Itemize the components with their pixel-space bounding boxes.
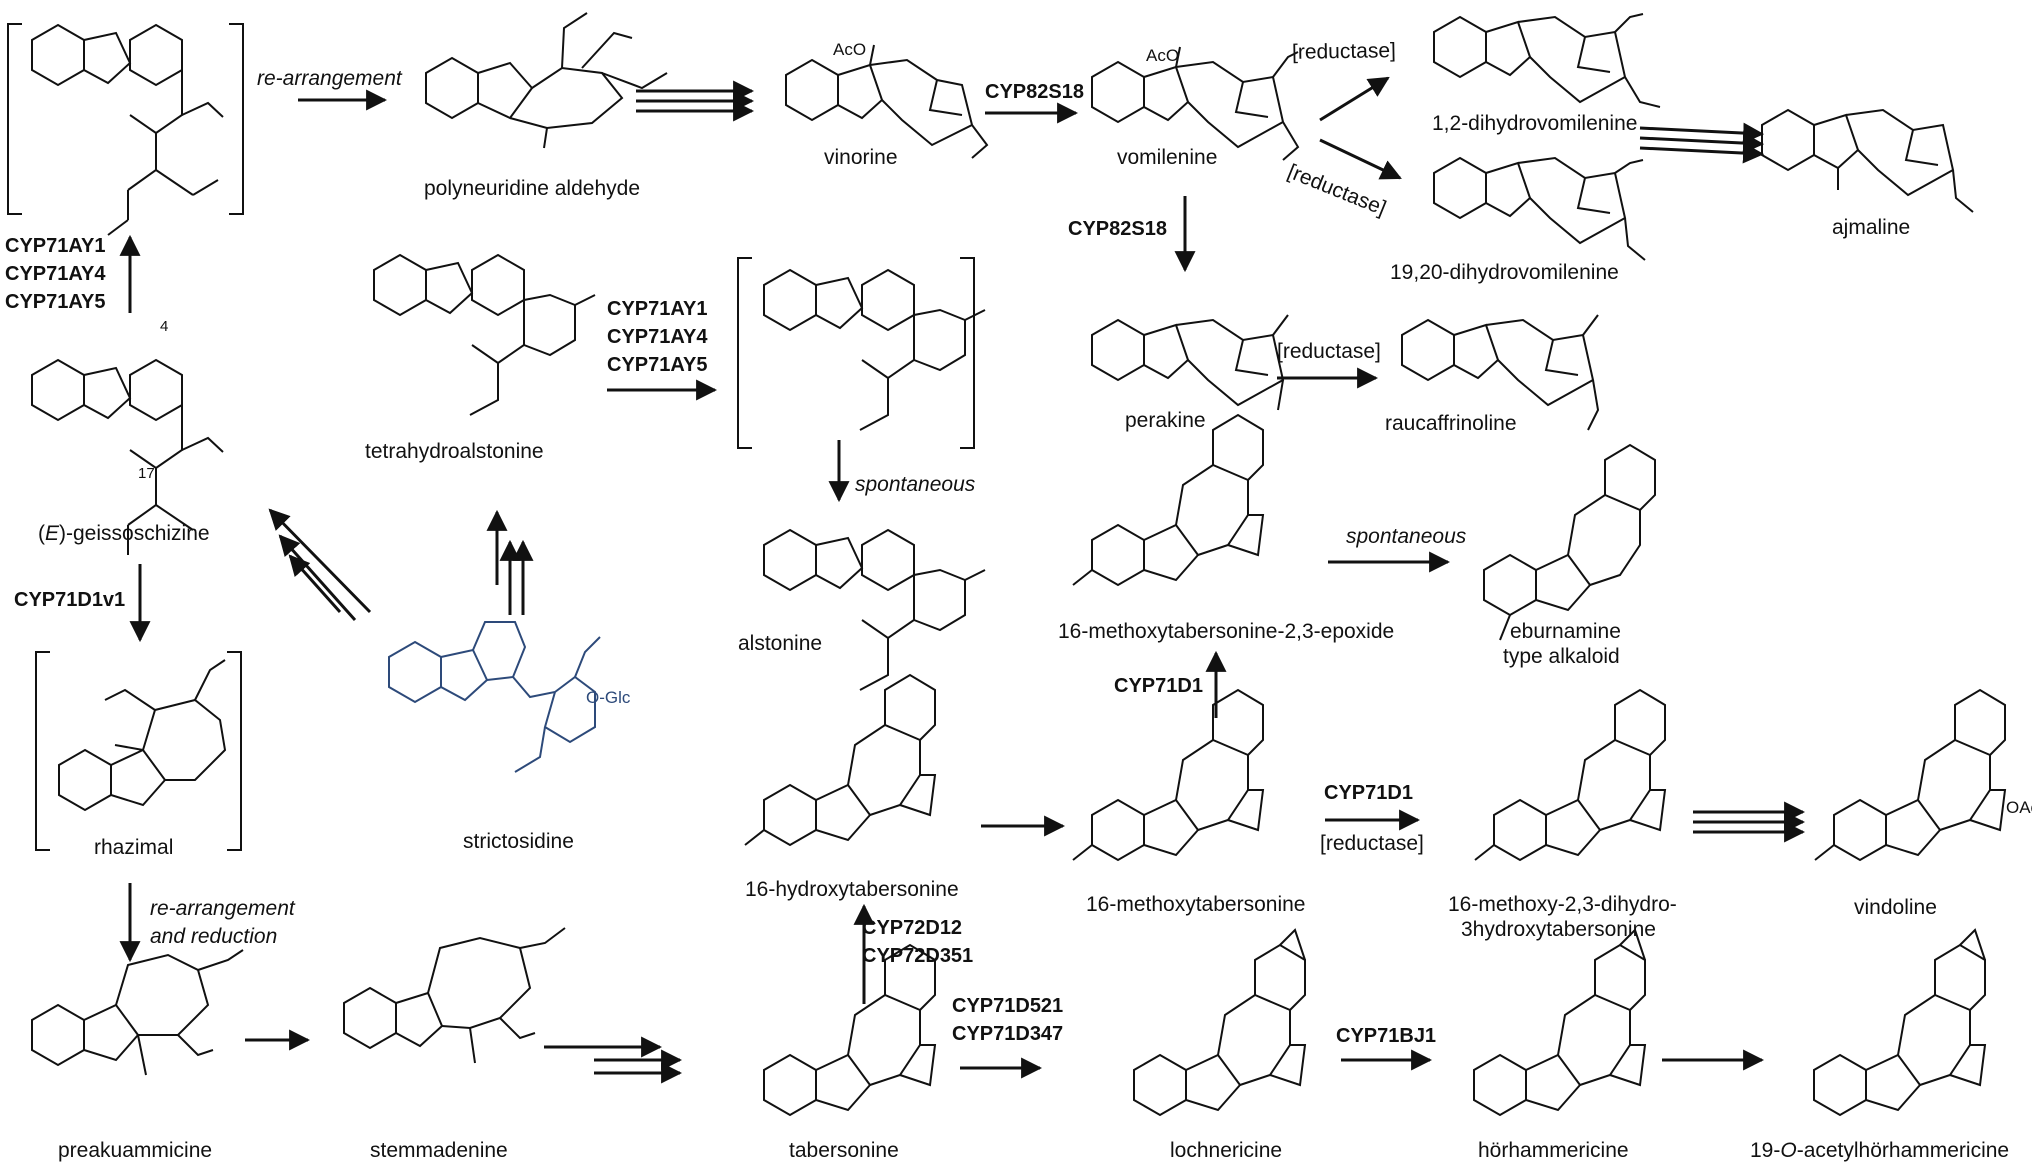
structure-vinorine [785, 44, 989, 159]
enzyme-cyp71ay4-center: CYP71AY4 [607, 326, 708, 348]
label-tabersonine: tabersonine [789, 1139, 899, 1162]
bracket-rhazimal [35, 651, 242, 851]
structure-lochnericine [1133, 928, 1307, 1116]
structure-rhazimal [58, 659, 227, 811]
structure-stemmadenine [343, 927, 566, 1064]
annotation-reductase-vindoline: [reductase] [1320, 832, 1424, 855]
label-raucaffrinoline: raucaffrinoline [1385, 412, 1517, 435]
label-methoxytabersonine: 16-methoxytabersonine [1086, 893, 1306, 916]
label-dihydro-line1: 16-methoxy-2,3-dihydro- [1448, 893, 1677, 916]
structure-hydroxytabersonine [744, 673, 937, 846]
label-strictosidine: strictosidine [463, 830, 574, 853]
structure-eburnamine [1483, 443, 1656, 641]
label-eburnamine-line1: eburnamine [1510, 620, 1621, 643]
atom-label-aco-vomilenine: AcO [1146, 46, 1180, 65]
enzyme-cyp71d1-epoxide: CYP71D1 [1114, 675, 1203, 697]
structure-perakine [1091, 314, 1289, 411]
annotation-reductase-perakine: [reductase] [1277, 340, 1381, 363]
enzyme-cyp71bj1: CYP71BJ1 [1336, 1025, 1437, 1047]
enzyme-cyp72d: CYP72D12 CYP72D351 [862, 914, 973, 970]
label-perakine: perakine [1125, 409, 1206, 432]
label-eburnamine-line2: type alkaloid [1503, 645, 1620, 668]
label-lochnericine: lochnericine [1170, 1139, 1283, 1162]
structure-tabersonine [763, 943, 937, 1116]
atom-label-n4: 4 [160, 318, 169, 335]
bracket-iminium-top-left [7, 23, 244, 215]
label-alstonine: alstonine [738, 632, 823, 655]
label-rhazimal: rhazimal [94, 836, 174, 859]
label-preakuammicine: preakuammicine [58, 1139, 213, 1162]
label-stemmadenine: stemmadenine [370, 1139, 508, 1162]
enzyme-cyp82s18-vinorine: CYP82S18 [985, 81, 1084, 103]
enzyme-cyp72d351: CYP72D351 [862, 945, 974, 967]
structure-acetylhorhammericine [1813, 928, 1987, 1116]
structure-iminium-geissoschizine [31, 24, 224, 236]
label-ajmaline: ajmaline [1832, 216, 1911, 239]
enzyme-cyp72d12: CYP72D12 [862, 917, 963, 939]
structure-vomilenine [1091, 46, 1300, 161]
arrows [119, 76, 1806, 1084]
label-vomilenine: vomilenine [1117, 146, 1218, 169]
label-polyneuridine-aldehyde: polyneuridine aldehyde [424, 177, 640, 200]
annotation-spontaneous-eburnamine: spontaneous [1346, 525, 1467, 548]
structure-vindoline [1814, 688, 2007, 861]
enzyme-cyp71ay1-center: CYP71AY1 [607, 298, 708, 320]
enzyme-cyp71ay1-left: CYP71AY1 [5, 235, 106, 257]
structure-strictosidine [388, 621, 601, 773]
label-horhammericine: hörhammericine [1478, 1139, 1629, 1162]
atom-label-oglc: O-Glc [586, 688, 631, 707]
enzyme-cyp71d521: CYP71D521 CYP71D347 [952, 992, 1063, 1048]
annotation-rearrangement-reduction-1: re-arrangement [150, 897, 295, 920]
structure-epoxide [1072, 413, 1265, 586]
label-tetrahydroalstonine: tetrahydroalstonine [365, 440, 544, 463]
atom-label-aco-vinorine: AcO [833, 40, 867, 59]
structure-preakuammicine [31, 949, 244, 1076]
structure-alstonine [763, 529, 986, 691]
structure-iminium-alstonine [763, 269, 986, 431]
label-hydroxytabersonine: 16-hydroxytabersonine [745, 878, 959, 901]
structure-1920-dihydrovomilenine [1433, 156, 1646, 261]
structure-raucaffrinoline [1401, 314, 1600, 431]
enzyme-cyp71ay5-center: CYP71AY5 [607, 354, 708, 376]
enzyme-cyp71d1-dihydro: CYP71D1 [1324, 782, 1413, 804]
enzyme-cyp71ay-left: CYP71AY1 CYP71AY4 CYP71AY5 [5, 232, 105, 316]
label-epoxide: 16-methoxytabersonine-2,3-epoxide [1058, 620, 1395, 643]
label-geissoschizine: (E)-geissoschizine [38, 522, 210, 545]
label-vindoline: vindoline [1854, 896, 1937, 919]
bracket-alstonine-iminium [737, 257, 975, 449]
enzyme-cyp82s18-perakine: CYP82S18 [1068, 218, 1167, 240]
structure-12-dihydrovomilenine [1433, 13, 1661, 108]
enzyme-cyp71d1v1: CYP71D1v1 [14, 589, 126, 611]
structure-geissoschizine [31, 359, 224, 555]
structure-methoxytabersonine [1072, 688, 1265, 861]
annotation-rearrangement: re-arrangement [257, 67, 402, 90]
structure-ajmaline [1761, 108, 1974, 213]
structure-horhammericine [1473, 928, 1647, 1116]
structure-dihydro-hydroxytabersonine [1474, 688, 1667, 861]
label-acetylhorhammericine: 19-O-acetylhörhammericine [1750, 1139, 2010, 1162]
structures [31, 12, 2007, 1116]
label-vinorine: vinorine [824, 146, 898, 169]
enzyme-cyp71ay5-left: CYP71AY5 [5, 291, 106, 313]
label-12-dihydrovomilenine: 1,2-dihydrovomilenine [1432, 112, 1638, 135]
enzyme-cyp71d347-label: CYP71D347 [952, 1023, 1064, 1045]
enzyme-cyp71ay4-left: CYP71AY4 [5, 263, 106, 285]
enzyme-cyp71ay-center: CYP71AY1 CYP71AY4 CYP71AY5 [607, 295, 707, 379]
annotation-spontaneous-alstonine: spontaneous [855, 473, 976, 496]
label-dihydro-line2: 3hydroxytabersonine [1461, 918, 1656, 941]
atom-label-c17: 17 [138, 465, 155, 482]
atom-label-oac-vindoline: OAc [2006, 798, 2032, 817]
annotation-reductase-up: [reductase] [1291, 39, 1397, 64]
structure-tetrahydroalstonine [373, 254, 596, 416]
structure-polyneuridine-aldehyde [425, 12, 668, 149]
enzyme-cyp71d521-label: CYP71D521 [952, 995, 1064, 1017]
label-1920-dihydrovomilenine: 19,20-dihydrovomilenine [1390, 261, 1619, 284]
annotation-rearrangement-reduction-2: and reduction [150, 925, 278, 948]
